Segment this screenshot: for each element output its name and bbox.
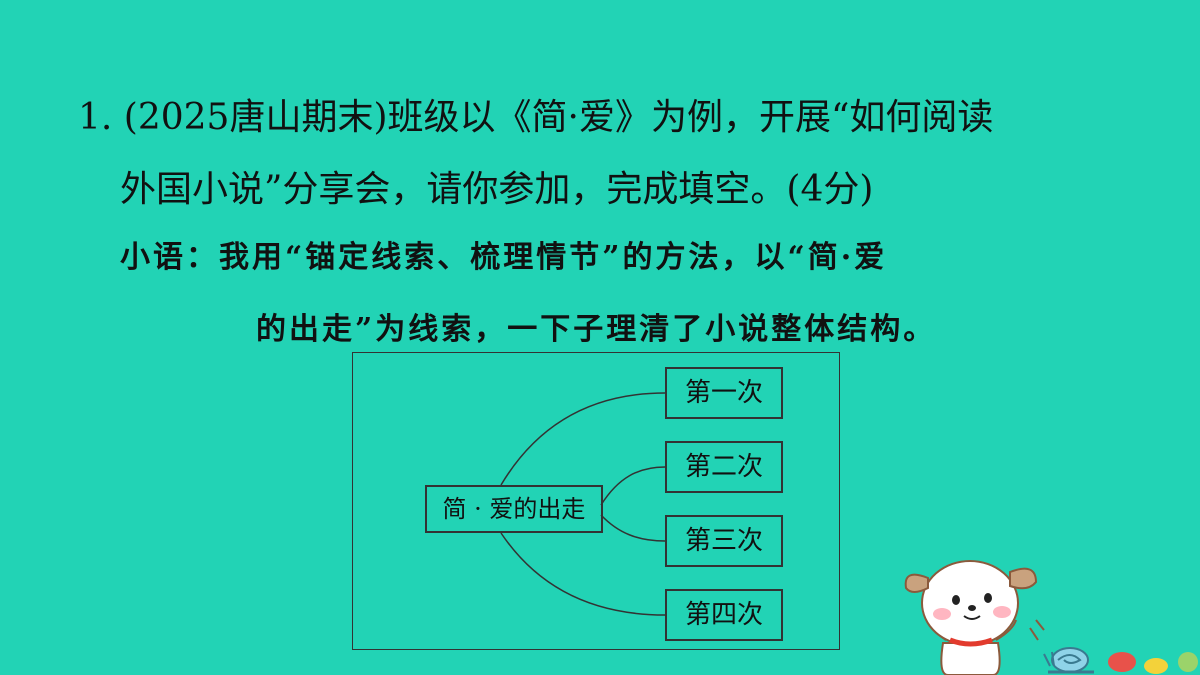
question-line-1: 1. (2025唐山期末)班级以《简·爱》为例，开展“如何阅读 <box>78 97 994 138</box>
question-line-2: 外国小说”分享会，请你参加，完成填空。(4分) <box>120 169 874 210</box>
branch-node-2: 第二次 <box>665 441 783 493</box>
plot-diagram: 简 · 爱的出走 第一次 第二次 第三次 第四次 <box>352 352 840 650</box>
connector-3 <box>600 514 666 542</box>
branch-node-1: 第一次 <box>665 367 783 419</box>
center-node: 简 · 爱的出走 <box>425 485 603 533</box>
snail-icon <box>1043 647 1094 674</box>
connector-1 <box>500 392 666 486</box>
diagram-connectors <box>500 392 666 616</box>
speech-line-1: 小语：我用“锚定线索、梳理情节”的方法，以“简·爱 <box>120 240 888 275</box>
branch-node-3: 第三次 <box>665 515 783 567</box>
cartoon-dog-icon <box>904 560 1198 675</box>
branch-node-4: 第四次 <box>665 589 783 641</box>
connector-4 <box>500 532 666 616</box>
connector-2 <box>600 466 666 506</box>
speech-line-2: 的出走”为线索，一下子理清了小说整体结构。 <box>256 312 937 347</box>
